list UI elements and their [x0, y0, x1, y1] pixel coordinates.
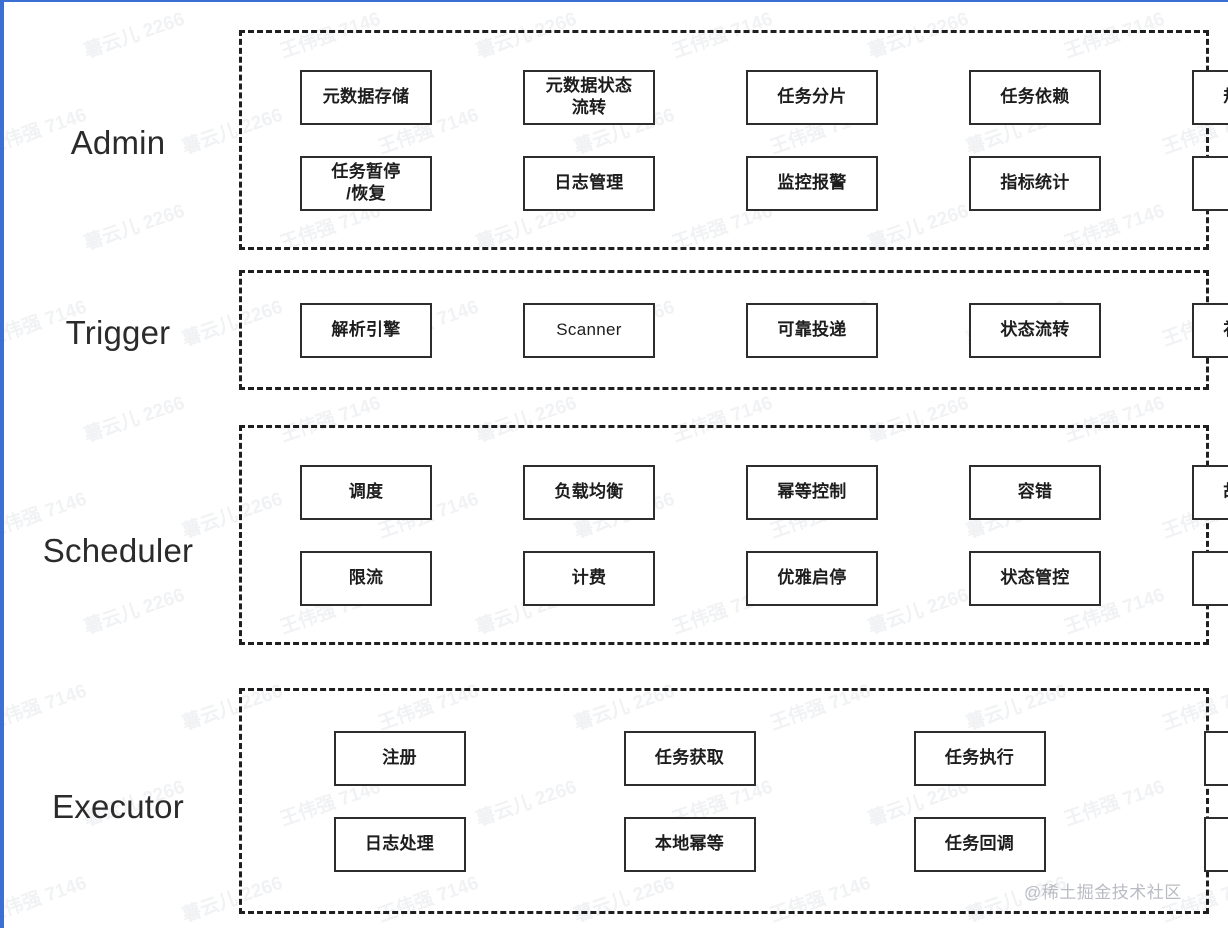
node-slot: 任务暂停/恢复	[267, 155, 465, 211]
component-node[interactable]: Scanner	[523, 302, 655, 358]
node-slot: 元数据存储	[267, 69, 465, 125]
node-slot: ……	[1159, 550, 1228, 606]
node-row: 调度 负载均衡 幂等控制 容错 故障转移	[242, 464, 1228, 520]
node-slot: 状态流转	[936, 302, 1134, 358]
node-slot: 优雅启停	[713, 550, 911, 606]
component-node[interactable]: 解析引擎	[300, 302, 432, 358]
row-spacer	[242, 125, 1206, 156]
component-node[interactable]: ……	[1192, 155, 1228, 211]
layer-node-grid: 解析引擎 Scanner 可靠投递 状态流转 补偿策略	[242, 273, 1228, 387]
component-node[interactable]: 指标统计	[969, 155, 1101, 211]
component-node[interactable]: 任务回调	[913, 816, 1046, 872]
node-slot: 规则引擎	[1159, 69, 1228, 125]
component-node[interactable]: 日志处理	[333, 816, 466, 872]
node-slot: ……	[1159, 155, 1228, 211]
component-node[interactable]: 状态流转	[969, 302, 1101, 358]
component-node[interactable]: 可靠投递	[746, 302, 878, 358]
node-row: 限流 计费 优雅启停 状态管控 ……	[242, 550, 1228, 606]
component-node[interactable]: 本地幂等	[623, 816, 756, 872]
node-row: 解析引擎 Scanner 可靠投递 状态流转 补偿策略	[242, 302, 1228, 358]
component-node[interactable]: 状态上报	[1203, 730, 1228, 786]
node-slot: 负载均衡	[490, 464, 688, 520]
node-slot: 调度	[267, 464, 465, 520]
node-slot: 任务依赖	[936, 69, 1134, 125]
layer-label-trigger: Trigger	[65, 314, 171, 351]
component-node[interactable]: 故障转移	[1192, 464, 1228, 520]
layer-label-scheduler: Scheduler	[42, 532, 194, 569]
layer-row-trigger: Trigger 解析引擎 Scanner 可靠投递 状态流转 补偿策略	[4, 270, 1228, 390]
node-row: 日志处理 本地幂等 任务回调 ……	[242, 816, 1228, 872]
component-node[interactable]: 元数据存储	[300, 69, 432, 125]
node-slot: 解析引擎	[267, 302, 465, 358]
node-slot: 计费	[490, 550, 688, 606]
layer-node-grid: 调度 负载均衡 幂等控制 容错 故障转移限流 计费 优雅启停 状态管控 ……	[242, 428, 1228, 642]
layer-node-grid: 注册 任务获取 任务执行 状态上报日志处理 本地幂等 任务回调 ……	[242, 691, 1228, 911]
layer-row-executor: Executor 注册 任务获取 任务执行 状态上报日志处理 本地幂等 任务回调 ……	[4, 688, 1228, 914]
component-node[interactable]: 任务暂停/恢复	[300, 155, 432, 211]
node-slot: 指标统计	[936, 155, 1134, 211]
node-row: 注册 任务获取 任务执行 状态上报	[242, 730, 1228, 786]
node-slot: 元数据状态流转	[490, 69, 688, 125]
component-node[interactable]: 规则引擎	[1192, 69, 1228, 125]
component-node[interactable]: 补偿策略	[1192, 302, 1228, 358]
component-node[interactable]: 任务分片	[746, 69, 878, 125]
community-credit-watermark: @稀土掘金技术社区	[1024, 883, 1182, 902]
node-slot: 任务执行	[847, 730, 1112, 786]
node-slot: 幂等控制	[713, 464, 911, 520]
component-node[interactable]: 负载均衡	[523, 464, 655, 520]
component-node[interactable]: 幂等控制	[746, 464, 878, 520]
node-slot: 任务获取	[557, 730, 822, 786]
node-slot: 任务分片	[713, 69, 911, 125]
node-slot: 故障转移	[1159, 464, 1228, 520]
component-node[interactable]: 任务获取	[623, 730, 756, 786]
node-slot: 可靠投递	[713, 302, 911, 358]
node-slot: 容错	[936, 464, 1134, 520]
node-slot: 本地幂等	[557, 816, 822, 872]
component-node[interactable]: ……	[1192, 550, 1228, 606]
component-node[interactable]: 状态管控	[969, 550, 1101, 606]
component-node[interactable]: 优雅启停	[746, 550, 878, 606]
layer-group-box-scheduler: 调度 负载均衡 幂等控制 容错 故障转移限流 计费 优雅启停 状态管控 ……	[239, 425, 1228, 645]
node-slot: 日志处理	[267, 816, 532, 872]
node-slot: ……	[1137, 816, 1228, 872]
node-slot: 限流	[267, 550, 465, 606]
layer-label-admin: Admin	[70, 124, 166, 161]
layer-row-scheduler: Scheduler 调度 负载均衡 幂等控制 容错 故障转移限流 计费 优雅启停 状态管控 ……	[4, 425, 1228, 645]
node-slot: Scanner	[490, 302, 688, 358]
node-slot: 状态上报	[1137, 730, 1228, 786]
node-slot: 日志管理	[490, 155, 688, 211]
row-spacer	[242, 786, 1206, 817]
component-node[interactable]: 调度	[300, 464, 432, 520]
node-slot: 注册	[267, 730, 532, 786]
layer-group-box-trigger: 解析引擎 Scanner 可靠投递 状态流转 补偿策略	[239, 270, 1228, 390]
component-node[interactable]: 日志管理	[523, 155, 655, 211]
node-row: 任务暂停/恢复 日志管理 监控报警 指标统计 ……	[242, 155, 1228, 211]
component-node[interactable]: 计费	[523, 550, 655, 606]
component-node[interactable]: 监控报警	[746, 155, 878, 211]
component-node[interactable]: 任务依赖	[969, 69, 1101, 125]
node-slot: 监控报警	[713, 155, 911, 211]
layer-label-executor: Executor	[52, 788, 184, 825]
layer-group-box-executor: 注册 任务获取 任务执行 状态上报日志处理 本地幂等 任务回调 ……	[239, 688, 1228, 914]
component-node[interactable]: 元数据状态流转	[523, 69, 655, 125]
component-node[interactable]: ……	[1203, 816, 1228, 872]
node-slot: 任务回调	[847, 816, 1112, 872]
row-spacer	[242, 520, 1206, 551]
component-node[interactable]: 限流	[300, 550, 432, 606]
component-node[interactable]: 任务执行	[913, 730, 1046, 786]
node-slot: 状态管控	[936, 550, 1134, 606]
component-node[interactable]: 注册	[333, 730, 466, 786]
node-slot: 补偿策略	[1159, 302, 1228, 358]
component-node[interactable]: 容错	[969, 464, 1101, 520]
